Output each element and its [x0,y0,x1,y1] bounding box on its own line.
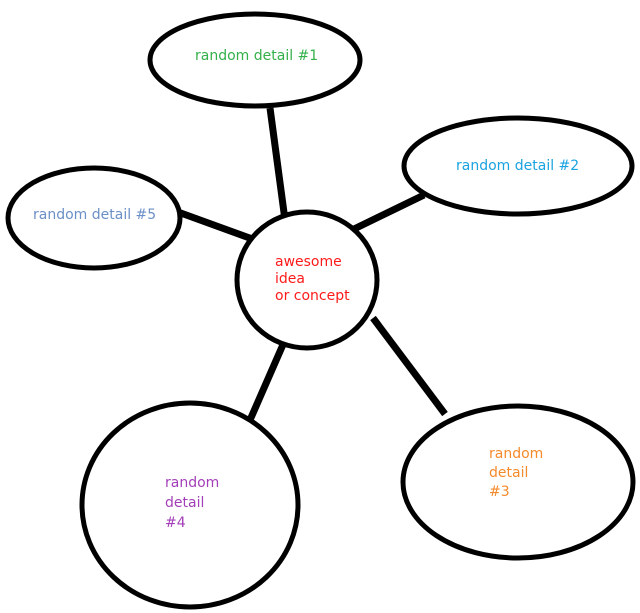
detail-4-line-3: #4 [165,515,186,531]
center-node-label: awesome idea or concept [275,254,350,304]
connector-detail-5 [176,208,257,244]
detail-3-line-2: detail [489,465,528,481]
detail-node-2-label: random detail #2 [456,158,579,174]
detail-node-4-label: random detail #4 [165,475,224,531]
detail-node-3: random detail #3 [400,403,636,561]
detail-node-1-label: random detail #1 [195,48,318,64]
detail-4-line-2: detail [165,495,204,511]
center-node-shape [234,209,380,351]
detail-node-5-shape [5,165,183,271]
center-line-1: awesome [275,254,342,270]
detail-5-line-1: random detail #5 [33,207,156,223]
detail-node-2-shape [401,115,635,217]
detail-node-1-shape [147,11,363,109]
connector-detail-1 [266,107,289,221]
detail-node-4: random detail #4 [79,400,301,610]
center-line-2: idea [275,271,305,287]
detail-node-4-shape [79,400,301,610]
detail-node-3-shape [400,403,636,561]
detail-node-5-label: random detail #5 [33,207,156,223]
center-line-3: or concept [275,288,350,304]
connector-detail-4 [246,338,289,422]
detail-1-line-1: random detail #1 [195,48,318,64]
connector-detail-3 [370,315,448,417]
connector-detail-2 [350,191,426,234]
detail-node-2: random detail #2 [401,115,635,217]
detail-node-5: random detail #5 [5,165,183,271]
detail-3-line-3: #3 [489,484,510,500]
detail-3-line-1: random [489,446,543,462]
connectors [176,107,448,422]
detail-node-3-label: random detail #3 [489,446,548,500]
detail-node-1: random detail #1 [147,11,363,109]
detail-4-line-1: random [165,475,219,491]
detail-2-line-1: random detail #2 [456,158,579,174]
center-node: awesome idea or concept [234,209,380,351]
